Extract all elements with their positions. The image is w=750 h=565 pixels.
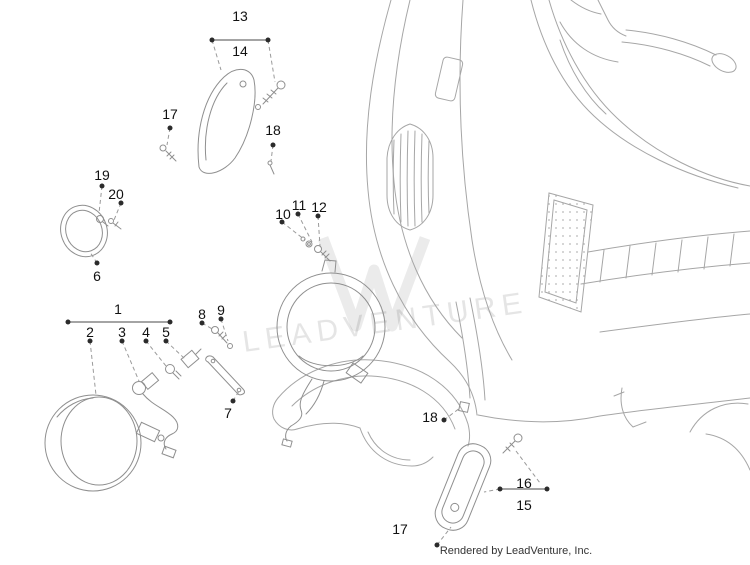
callout-13: 13	[232, 8, 248, 24]
bulb-socket-cluster	[132, 348, 202, 459]
leader-lines	[68, 39, 547, 546]
callout-17: 17	[392, 521, 408, 537]
callout-9: 9	[217, 302, 225, 318]
callout-8: 8	[198, 306, 206, 322]
callout-10: 10	[275, 206, 291, 222]
callout-5: 5	[162, 324, 170, 340]
front-signal-mount-screw	[159, 144, 177, 162]
callout-6: 6	[93, 268, 101, 284]
bracket-screw	[211, 326, 233, 349]
watermark-logo: LEADVENTURE	[240, 236, 530, 359]
callout-dots	[65, 37, 550, 548]
scooter-body-art	[365, 0, 750, 471]
front-turn-signal-screw	[255, 80, 286, 110]
render-credit: Rendered by LeadVenture, Inc.	[439, 545, 593, 557]
callout-2: 2	[86, 324, 94, 340]
lens-fastener	[267, 160, 275, 175]
side-marker-lens	[60, 204, 122, 258]
headlamp	[44, 394, 165, 492]
body-fixing-point	[458, 401, 470, 413]
callout-14: 14	[232, 43, 248, 59]
callout-12: 12	[311, 199, 327, 215]
front-fender	[272, 359, 470, 467]
front-turn-signal-lens	[197, 69, 256, 174]
callout-19: 19	[94, 167, 110, 183]
housing-fasteners	[300, 236, 331, 262]
callout-16: 16	[516, 475, 532, 491]
callout-17: 17	[162, 106, 178, 122]
headlamp-housing	[276, 259, 386, 448]
callout-18: 18	[422, 409, 438, 425]
callout-1: 1	[114, 301, 122, 317]
callout-4: 4	[142, 324, 150, 340]
rear-turn-signal-lens	[434, 443, 492, 531]
callout-7: 7	[224, 405, 232, 421]
callout-11: 11	[291, 197, 307, 213]
support-bracket	[205, 355, 245, 396]
callout-15: 15	[516, 497, 532, 513]
rear-turn-signal-screw	[502, 433, 523, 454]
callout-3: 3	[118, 324, 126, 340]
callout-20: 20	[108, 186, 124, 202]
callout-18: 18	[265, 122, 281, 138]
